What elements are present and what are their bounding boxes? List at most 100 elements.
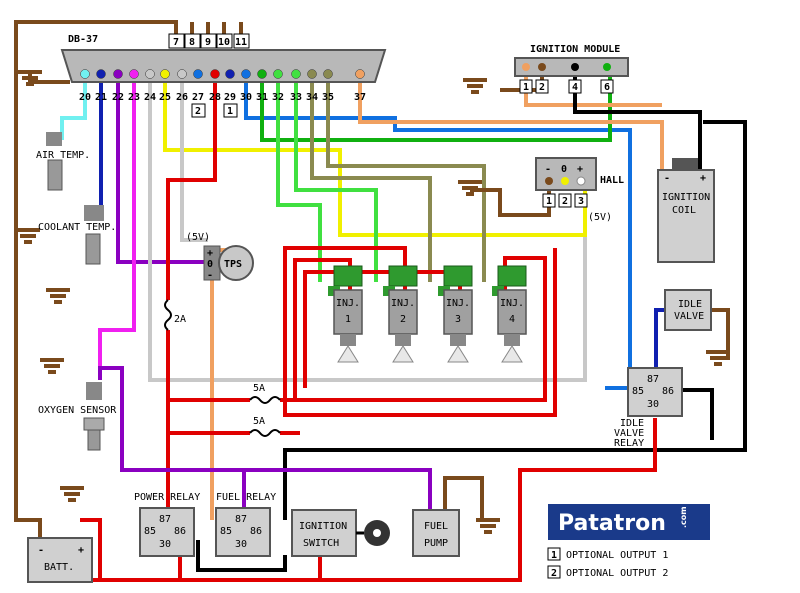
injector-top [497, 265, 527, 287]
injector-number: 2 [400, 314, 406, 325]
tps-sensor: (5V) + 0 - TPS [186, 232, 254, 281]
legend-num: 2 [551, 568, 557, 579]
im-pin-dot [522, 63, 530, 71]
injector-nozzle [450, 334, 466, 346]
ground-icon [40, 358, 64, 374]
injector-label: INJ. [500, 298, 524, 309]
wire-red-inj1 [293, 256, 547, 402]
hall-symbol: - [545, 164, 551, 175]
fuel-pump-label-2: PUMP [424, 538, 448, 549]
im-pin-dot [571, 63, 579, 71]
connector-pin [225, 69, 235, 79]
tps-body [218, 245, 254, 281]
bottom-pin-label: 26 [176, 92, 188, 103]
ground-icon [463, 78, 487, 94]
fuel-pump-label-1: FUEL [424, 521, 448, 532]
oxygen-body [86, 382, 102, 400]
top-pin-box [184, 33, 201, 49]
wire-gray-24 [148, 78, 587, 382]
fuse-5a-1-label: 5A [253, 383, 265, 394]
im-pin-label: 4 [572, 82, 578, 93]
tps-label: TPS [224, 259, 242, 270]
legend-box [547, 565, 561, 579]
ignition-switch-label-1: IGNITION [299, 521, 347, 532]
injector: INJ.3 [438, 265, 473, 363]
idle-valve: IDLE VALVE [664, 289, 712, 331]
injector-nozzle [504, 334, 520, 346]
top-pin-label: 8 [189, 37, 195, 48]
top-pin-box [216, 33, 233, 49]
injector-label: INJ. [336, 298, 360, 309]
injector: INJ. 4 [492, 265, 527, 363]
ground-icon [706, 350, 730, 366]
im-pin-label: 2 [539, 82, 545, 93]
bottom-pin-label: 24 [144, 92, 156, 103]
fuse-5a-2 [249, 429, 281, 437]
connector-title: DB-37 [68, 34, 98, 45]
bottom-pin-label: 31 [256, 92, 268, 103]
im-pin-box [535, 79, 549, 94]
battery: - + BATT. [27, 537, 93, 583]
tps-zero: 0 [207, 259, 213, 270]
legend: 1 OPTIONAL OUTPUT 1 2 OPTIONAL OUTPUT 2 [547, 547, 668, 579]
brand-banner [548, 504, 710, 540]
legend-text: OPTIONAL OUTPUT 2 [566, 568, 668, 579]
wire-yellow [163, 78, 587, 237]
legend-num: 1 [551, 550, 557, 561]
spray-icon [337, 345, 359, 363]
power-relay: POWER RELAY 87 85 86 30 [134, 492, 200, 557]
fuel-relay-title: FUEL RELAY [216, 492, 276, 503]
hall-symbol: + [577, 164, 583, 175]
air-temp-probe [47, 159, 63, 191]
injector-nozzle [395, 334, 411, 346]
bottom-pin-label: 28 [209, 92, 221, 103]
wire-brown-idle [712, 308, 730, 360]
wire-lime-33 [294, 78, 378, 282]
optional-pin-label: 1 [227, 106, 233, 117]
fuel-pump: FUEL PUMP [412, 509, 460, 557]
injector-label: INJ. [391, 298, 415, 309]
ignition-module: IGNITION MODULE 1 2 4 6 [514, 44, 629, 94]
injector-number: 3 [455, 314, 461, 325]
tps-minus: - [207, 270, 213, 281]
wires [14, 20, 747, 582]
bottom-pin-label: 30 [240, 92, 252, 103]
wire-black-coil [283, 120, 747, 520]
injectors: INJ. 1 INJ. 2 INJ.3 INJ. 4 [328, 265, 527, 363]
injector-top [388, 265, 418, 287]
legend-box [547, 547, 561, 561]
connector-pin [257, 69, 267, 79]
injector: INJ. 2 [383, 265, 418, 363]
power-relay-title: POWER RELAY [134, 492, 200, 503]
connector-pin [80, 69, 90, 79]
idle-relay-label-1: IDLE [620, 418, 644, 429]
coil-label-1: IGNITION [662, 192, 710, 203]
injector-body [333, 289, 363, 335]
ground-icon [46, 288, 70, 304]
im-pin-label: 6 [604, 82, 610, 93]
brand-logo: Patatron .com [548, 504, 710, 540]
top-pin-label: 10 [218, 37, 230, 48]
coil-body [657, 169, 715, 263]
bottom-pin-label: 32 [272, 92, 284, 103]
injector-number: 4 [509, 314, 515, 325]
injector-number: 1 [345, 314, 351, 325]
ignition-switch-label-2: SWITCH [303, 538, 339, 549]
key-hole [373, 529, 381, 537]
idle-relay-label-3: RELAY [614, 438, 644, 449]
wire-orange-tps [210, 248, 244, 520]
wire-red-inj2 [283, 246, 557, 417]
power-relay-85: 85 [144, 526, 156, 537]
wire-red-batt [80, 518, 102, 580]
wire-olive-34 [310, 78, 432, 282]
top-pin-label: 7 [173, 37, 179, 48]
air-temp-body [46, 132, 62, 146]
hall-pin-dot [545, 177, 553, 185]
connector-pin [113, 69, 123, 79]
top-pin-box [200, 33, 217, 49]
hall-pin-dot [576, 176, 586, 186]
coil-top [672, 158, 698, 172]
idle-relay-87: 87 [647, 374, 659, 385]
top-pin-box [233, 33, 250, 49]
